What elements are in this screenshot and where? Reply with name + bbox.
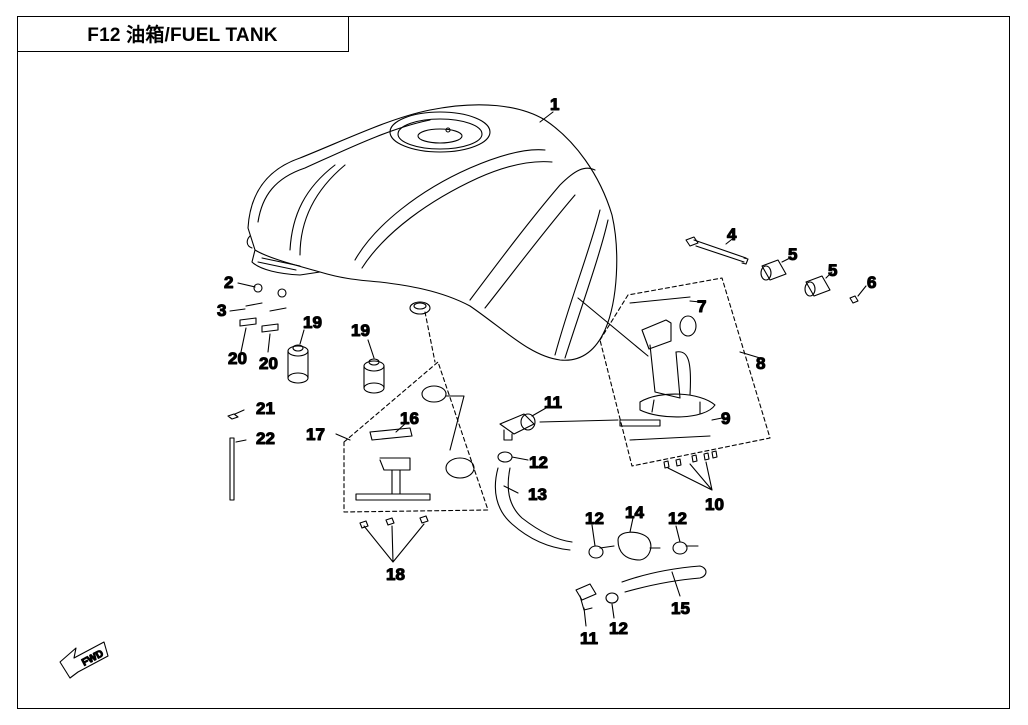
screws-washers [239, 283, 287, 333]
callout-1: 1 [550, 95, 559, 114]
callout-4: 4 [727, 225, 737, 244]
callout-12: 12 [585, 509, 604, 528]
callout-13: 13 [528, 485, 547, 504]
callout-22: 22 [256, 429, 275, 448]
callout-20: 20 [228, 349, 247, 368]
leader-lines [229, 111, 867, 627]
callout-17: 17 [306, 425, 325, 444]
fuel-tank [246, 104, 618, 361]
forward-label: FWD [80, 648, 105, 668]
callout-6: 6 [867, 273, 876, 292]
callout-9: 9 [721, 409, 730, 428]
callout-20: 20 [259, 354, 278, 373]
pump-screws [663, 450, 718, 469]
callout-3: 3 [217, 301, 226, 320]
rubber-bushing [760, 259, 859, 304]
drawing-frame [17, 16, 1010, 709]
callout-21: 21 [256, 399, 275, 418]
callout-7: 7 [697, 297, 706, 316]
fuel-pump-assembly [599, 277, 771, 467]
callout-8: 8 [756, 354, 765, 373]
callout-11: 11 [544, 393, 562, 412]
callout-15: 15 [671, 599, 690, 618]
callout-14: 14 [625, 503, 644, 522]
callout-16: 16 [400, 409, 419, 428]
callout-18: 18 [386, 565, 405, 584]
callout-12: 12 [529, 453, 548, 472]
callout-19: 19 [303, 313, 322, 332]
fuel-hose-connector [494, 413, 619, 551]
clip-and-strip [227, 413, 239, 501]
callout-2: 2 [224, 273, 233, 292]
fuel-level-sender [343, 361, 489, 529]
callout-11: 11 [580, 629, 598, 648]
callout-12: 12 [609, 619, 628, 638]
diagram-title: F12 油箱/FUEL TANK [17, 16, 349, 52]
callout-labels: 1 2 3 4 5 5 6 7 8 9 10 11 11 12 12 12 12… [216, 94, 877, 648]
callout-5: 5 [828, 261, 837, 280]
mount-bolt [685, 236, 749, 265]
callout-5: 5 [788, 245, 797, 264]
rubber-grommet [287, 344, 385, 394]
forward-arrow-icon: FWD [59, 641, 109, 679]
callout-19: 19 [351, 321, 370, 340]
callout-12: 12 [668, 509, 687, 528]
callout-10: 10 [705, 495, 724, 514]
